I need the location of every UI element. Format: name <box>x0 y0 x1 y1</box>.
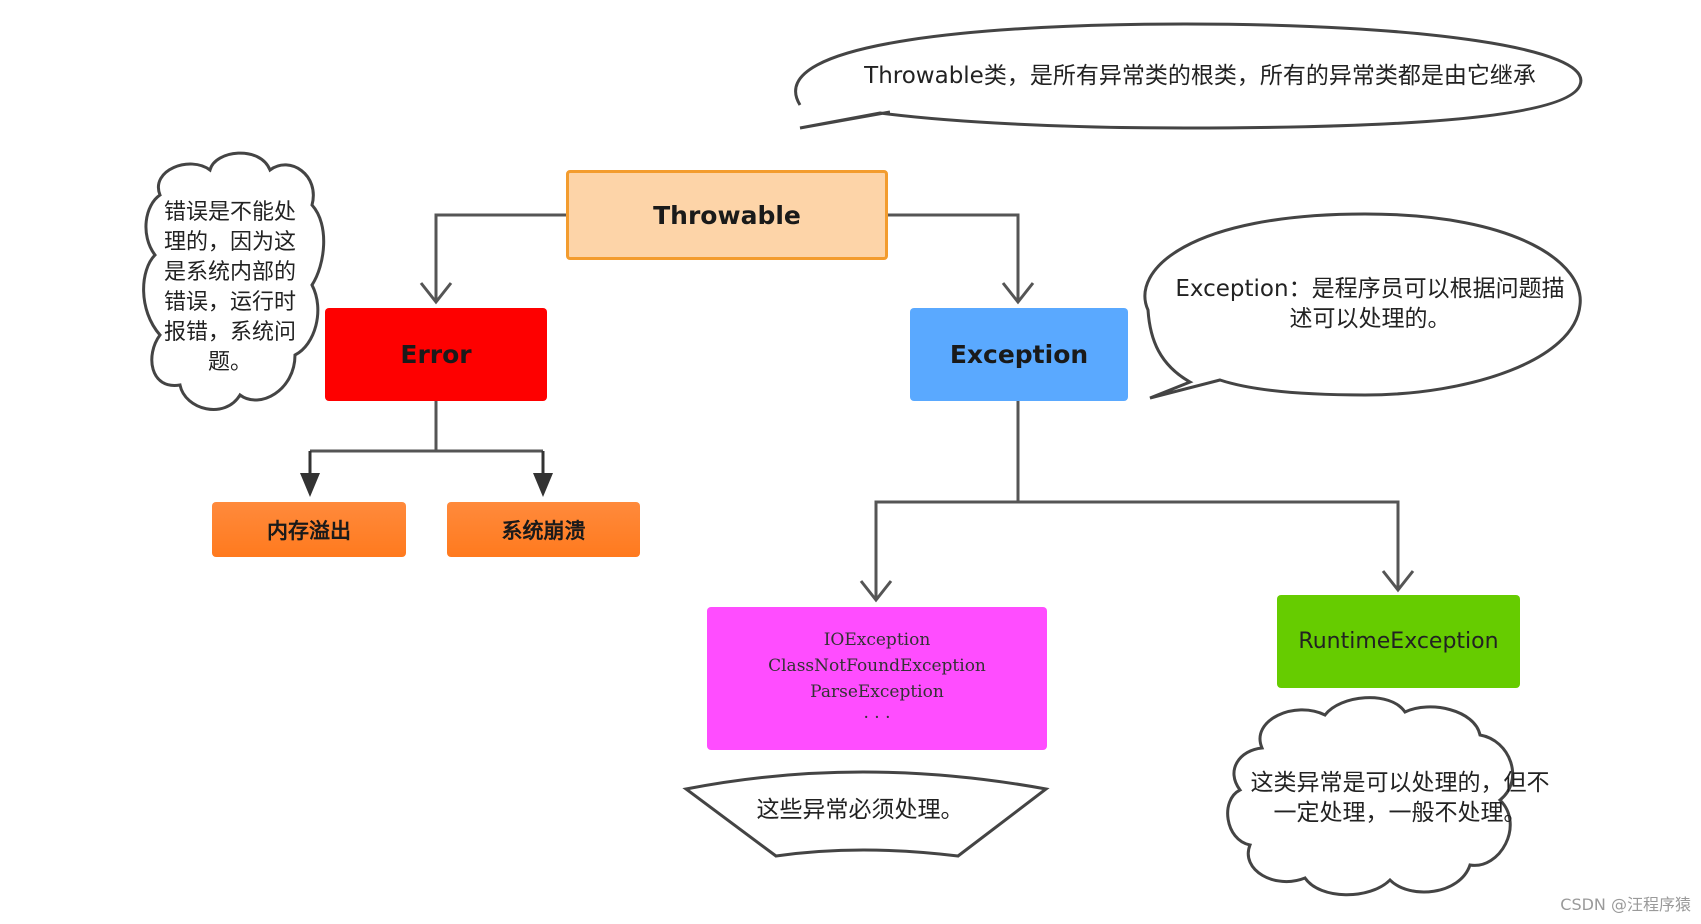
node-memory-overflow[interactable]: 内存溢出 <box>212 502 406 557</box>
checked-item-ellipsis: · · · <box>863 707 891 728</box>
arrowhead-runtime <box>1381 570 1415 593</box>
node-system-crash[interactable]: 系统崩溃 <box>447 502 640 557</box>
connector-throwable-error <box>434 213 566 300</box>
speech-bubble-throwable <box>794 22 1583 130</box>
note-throwable-text: Throwable类，是所有异常类的根类，所有的异常类都是由它继承 <box>864 63 1536 89</box>
node-system-crash-label: 系统崩溃 <box>501 518 586 543</box>
arrowhead-error <box>419 282 453 305</box>
node-throwable-label: Throwable <box>653 200 801 230</box>
node-runtime-exception[interactable]: RuntimeException <box>1277 595 1520 688</box>
node-exception-label: Exception <box>949 340 1089 369</box>
node-checked-exceptions[interactable]: IOException ClassNotFoundException Parse… <box>707 607 1047 750</box>
watermark: CSDN @汪程序猿 <box>1560 895 1691 914</box>
arrowhead-sys <box>533 473 553 497</box>
arrowhead-checked <box>859 580 893 603</box>
node-memory-overflow-label: 内存溢出 <box>267 518 351 543</box>
node-throwable[interactable]: Throwable <box>566 170 888 260</box>
node-error[interactable]: Error <box>325 308 547 401</box>
node-runtime-exception-label: RuntimeException <box>1298 629 1499 654</box>
checked-item-parseexception: ParseException <box>810 681 944 702</box>
checked-item-classnotfound: ClassNotFoundException <box>768 655 986 676</box>
arrowhead-exception <box>1001 282 1035 305</box>
note-runtime-text: 这类异常是可以处理的，但不一定处理，一般不处理。 <box>1250 770 1550 826</box>
arrowhead-mem <box>300 473 320 497</box>
connector-exception-children <box>874 401 1400 598</box>
checked-item-ioexception: IOException <box>823 629 931 650</box>
note-exception-text: Exception：是程序员可以根据问题描述可以处理的。 <box>1175 276 1565 332</box>
cloud-runtime <box>1226 696 1515 897</box>
cloud-error <box>142 151 326 411</box>
note-error-text: 错误是不能处理的，因为这是系统内部的错误，运行时报错，系统问题。 <box>163 200 296 375</box>
node-exception[interactable]: Exception <box>910 308 1128 401</box>
note-checked-text: 这些异常必须处理。 <box>756 797 964 823</box>
curved-banner-checked <box>682 770 1050 858</box>
connector-throwable-exception <box>888 213 1020 300</box>
node-error-label: Error <box>400 340 472 369</box>
speech-bubble-exception <box>1143 212 1582 400</box>
connector-error-children <box>310 401 543 453</box>
